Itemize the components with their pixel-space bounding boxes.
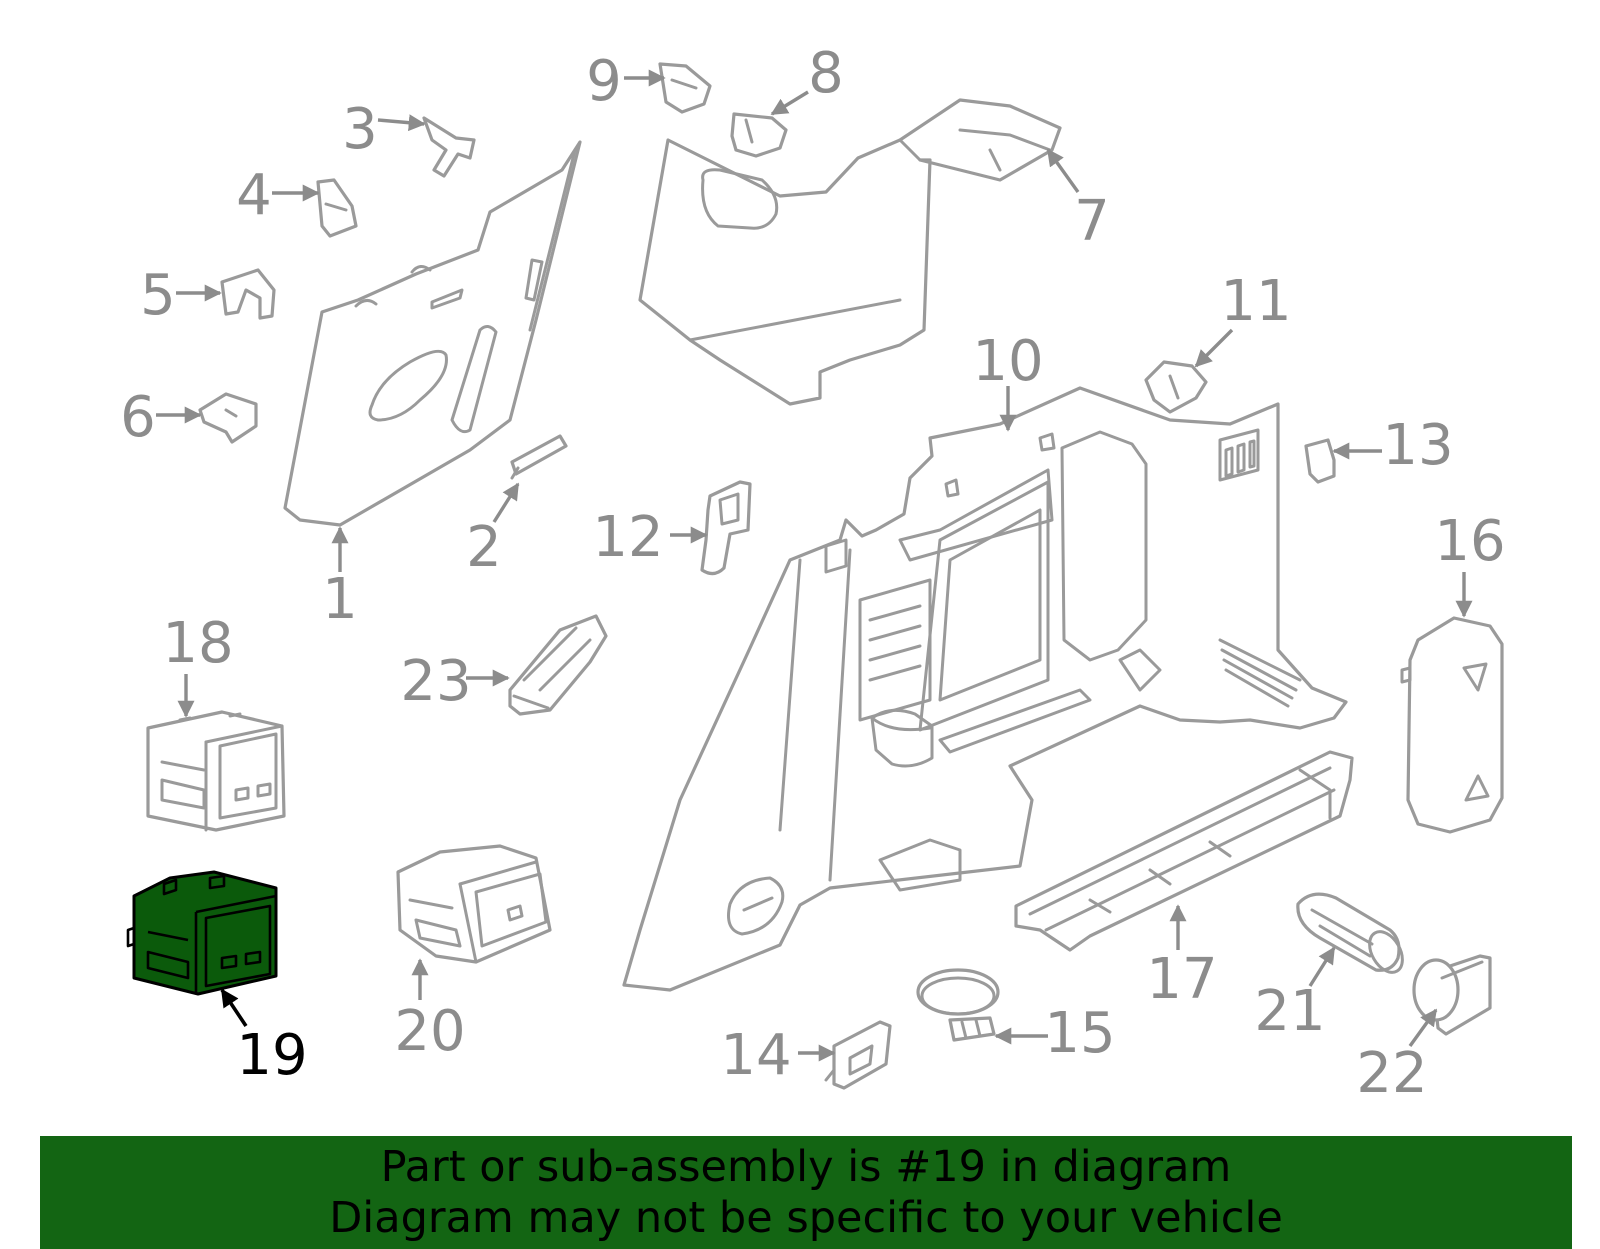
part-11-clip	[1144, 360, 1208, 414]
callout-numbers: 1 2 3 4 5 6 7 8 9 10 11 12 13 14 15 16 1…	[120, 41, 1505, 1106]
callout-12: 12	[592, 505, 663, 570]
part-9-clip	[658, 62, 712, 114]
part-18-switch	[146, 710, 286, 832]
callout-23: 23	[400, 649, 471, 714]
callout-10: 10	[972, 329, 1043, 394]
callout-18: 18	[162, 611, 233, 676]
part-5-bracket	[220, 268, 276, 320]
part-17-sill	[1014, 750, 1354, 952]
part-12-hook	[700, 480, 752, 576]
part-8-clip	[730, 112, 788, 158]
callout-13: 13	[1382, 413, 1453, 478]
part-19-highlighted-switch	[126, 870, 278, 996]
part-21-socket	[1296, 892, 1404, 974]
part-16-cover	[1400, 616, 1504, 834]
part-13-clip	[1304, 438, 1336, 484]
callout-1: 1	[322, 567, 358, 632]
callout-21: 21	[1254, 979, 1325, 1044]
part-14-plate	[824, 1020, 892, 1090]
callout-3: 3	[342, 97, 378, 162]
part-22-plug	[1412, 954, 1492, 1036]
callout-11: 11	[1220, 269, 1291, 334]
callout-16: 16	[1434, 509, 1505, 574]
part-6-clip	[198, 392, 258, 444]
part-15-clamp	[916, 968, 1000, 1042]
part-7-upper-panel	[638, 98, 1062, 406]
part-4-clip	[316, 178, 358, 238]
callout-8: 8	[808, 41, 844, 106]
callout-4: 4	[236, 163, 272, 228]
callout-6: 6	[120, 385, 156, 450]
part-3-clip	[422, 116, 476, 178]
callout-20: 20	[394, 999, 465, 1064]
callout-7: 7	[1074, 189, 1110, 254]
banner-line-2: Diagram may not be specific to your vehi…	[329, 1193, 1283, 1243]
callout-5: 5	[140, 263, 176, 328]
part-23-bracket	[508, 614, 608, 716]
part-2-strip	[510, 434, 568, 480]
leader-arrows	[156, 69, 1473, 1062]
callout-15: 15	[1044, 1001, 1115, 1066]
part-1-trim-panel	[283, 140, 582, 527]
callout-17: 17	[1146, 947, 1217, 1012]
part-20-switch	[396, 844, 552, 964]
callout-9: 9	[586, 49, 622, 114]
callout-19: 19	[236, 1023, 307, 1088]
callout-14: 14	[720, 1023, 791, 1088]
callout-22: 22	[1356, 1041, 1427, 1106]
part-10-quarter-trim	[622, 386, 1348, 992]
info-banner: Part or sub-assembly is #19 in diagram D…	[40, 1136, 1572, 1249]
banner-line-1: Part or sub-assembly is #19 in diagram	[380, 1142, 1232, 1192]
callout-2: 2	[466, 515, 502, 580]
